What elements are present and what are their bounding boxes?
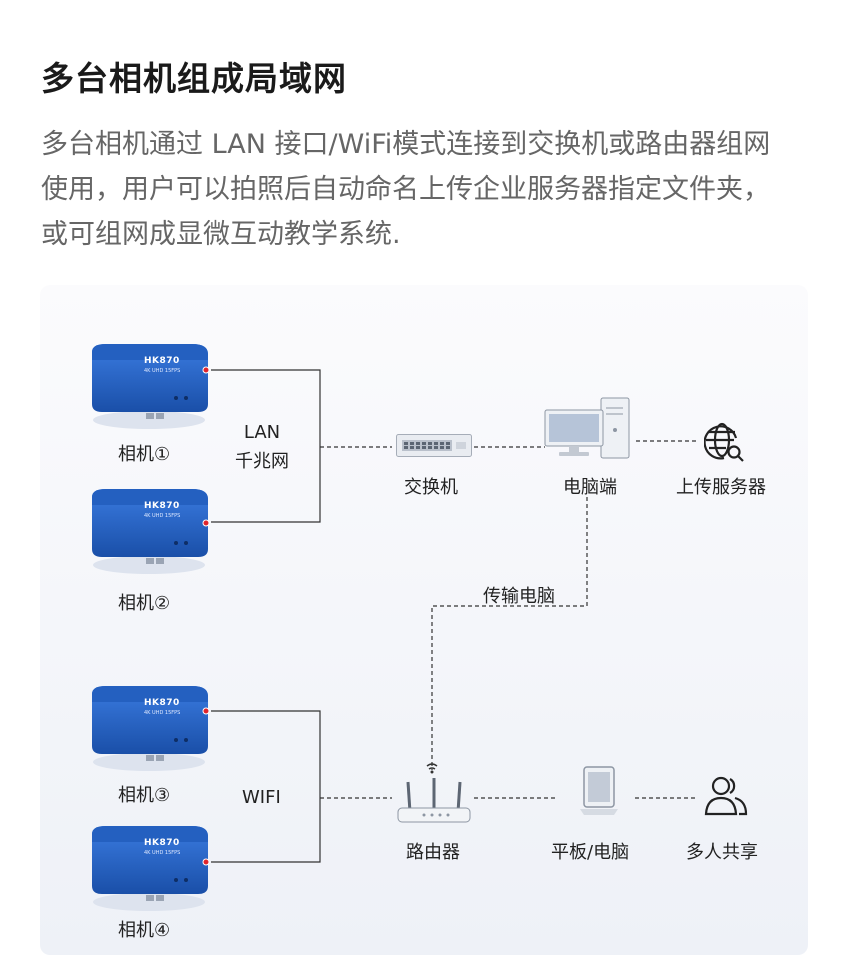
router-label: 路由器 <box>406 842 460 863</box>
camera-4-sub: 4K UHD 15FPS <box>144 850 181 856</box>
pc-icon <box>544 397 630 459</box>
users-icon <box>704 776 748 816</box>
switch-icon <box>396 434 472 457</box>
camera-4-brand: HK870 <box>144 838 180 848</box>
pc-label: 电脑端 <box>563 477 617 498</box>
camera-4-icon <box>92 826 210 911</box>
lan-label: LAN <box>243 422 281 443</box>
tablet-icon <box>580 766 618 815</box>
camera-3-icon <box>92 686 210 771</box>
camera-2-brand: HK870 <box>144 501 180 511</box>
camera-3-brand: HK870 <box>144 698 180 708</box>
page-description: 多台相机通过 LAN 接口/WiFi模式连接到交换机或路由器组网使用，用户可以拍… <box>41 129 771 250</box>
switch-label: 交换机 <box>404 477 458 498</box>
camera-1-label: 相机① <box>118 444 171 465</box>
wifi-bracket-line <box>211 710 321 863</box>
camera-3-sub: 4K UHD 15FPS <box>144 710 181 716</box>
router-icon <box>397 763 471 823</box>
camera-1-icon <box>92 344 210 429</box>
camera-1-sub: 4K UHD 15FPS <box>144 368 181 374</box>
share-label: 多人共享 <box>686 842 758 863</box>
pc-to-router-line <box>431 497 588 770</box>
camera-1: HK870 4K UHD 15FPS <box>86 342 212 432</box>
camera-2-icon <box>92 489 210 574</box>
lan-sub-label: 千兆网 <box>235 451 289 472</box>
globe-search-icon <box>704 422 744 462</box>
lan-bracket-line <box>211 369 321 523</box>
camera-3: HK870 4K UHD 15FPS <box>86 684 212 774</box>
tablet-label: 平板/电脑 <box>551 842 630 863</box>
camera-2: HK870 4K UHD 15FPS <box>86 487 212 577</box>
camera-4-label: 相机④ <box>118 920 171 941</box>
page-title: 多台相机组成局域网 <box>41 59 347 98</box>
camera-2-label: 相机② <box>118 593 171 614</box>
camera-2-sub: 4K UHD 15FPS <box>144 513 181 519</box>
camera-4: HK870 4K UHD 15FPS <box>86 824 212 914</box>
camera-3-label: 相机③ <box>118 785 171 806</box>
wifi-label: WIFI <box>242 787 281 808</box>
upload-server-label: 上传服务器 <box>676 477 766 498</box>
transfer-label: 传输电脑 <box>483 586 555 607</box>
camera-1-brand: HK870 <box>144 356 180 366</box>
